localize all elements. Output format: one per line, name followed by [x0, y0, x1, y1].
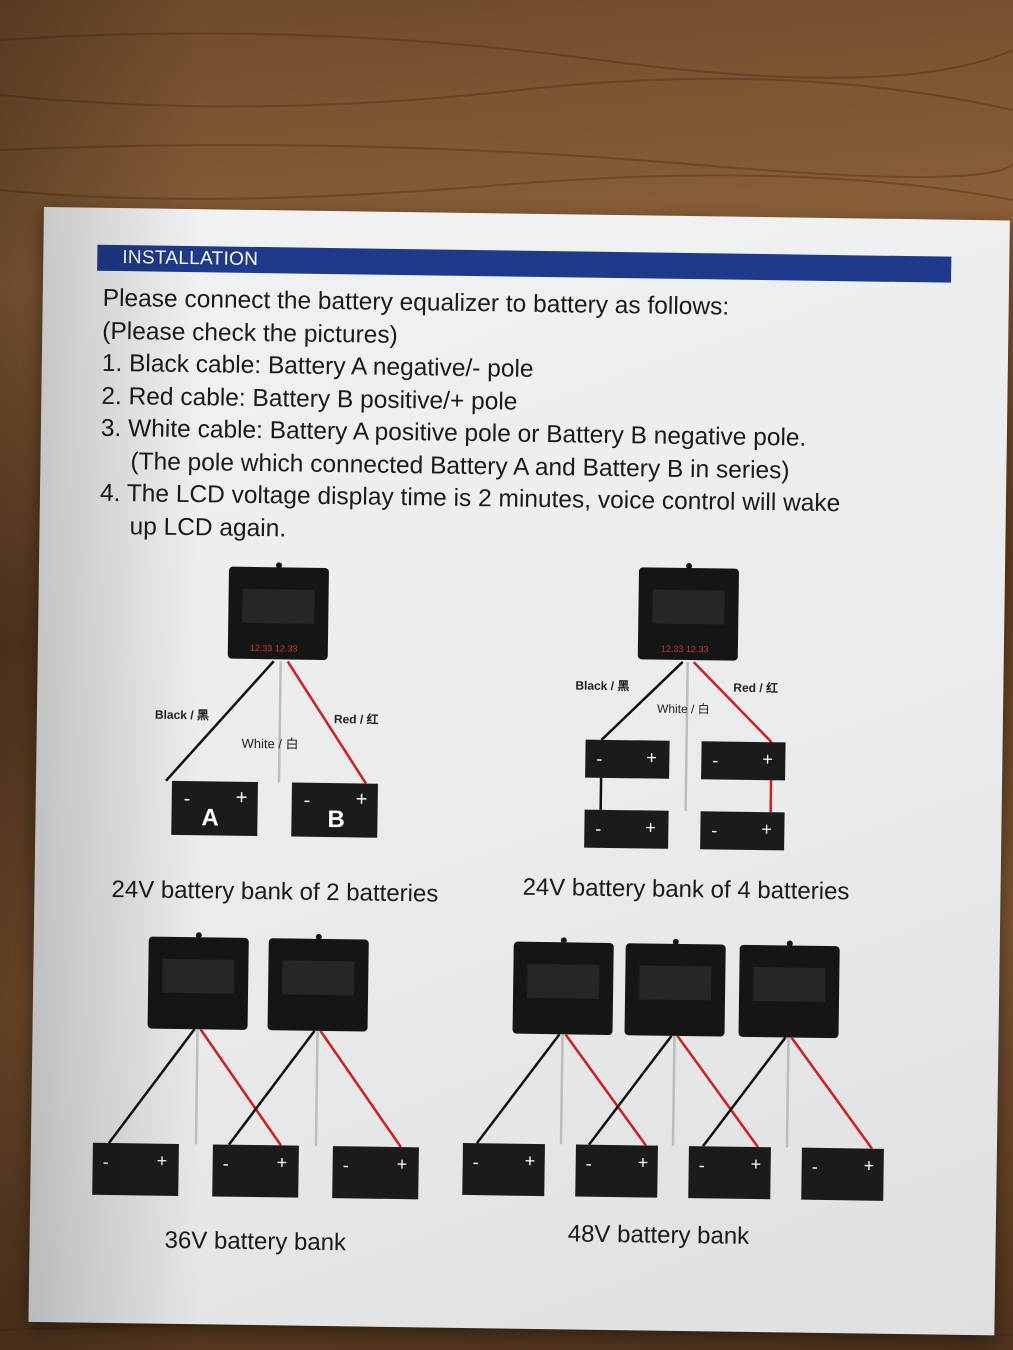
white-wire [277, 661, 282, 783]
svg-text:+: + [638, 1152, 649, 1172]
battery-row: - + - + - + [92, 1142, 419, 1200]
instruction-sheet: INSTALLATION Please connect the battery … [28, 207, 1010, 1336]
svg-text:+: + [761, 819, 772, 839]
svg-text:+: + [356, 788, 368, 810]
svg-text:+: + [646, 747, 657, 767]
svg-text:-: - [596, 749, 602, 769]
battery-row-bottom: - + - + [584, 809, 785, 851]
label-black: Black / 黑 [155, 708, 209, 723]
svg-text:+: + [277, 1152, 288, 1172]
diagram-24v-4-batteries: 12.33 12.33 Black / 黑 White / 白 Red / 红 … [575, 562, 786, 851]
svg-text:-: - [304, 790, 311, 812]
svg-text:-: - [473, 1152, 479, 1172]
label-red: Red / 红 [334, 711, 379, 727]
svg-text:+: + [157, 1151, 168, 1171]
svg-text:+: + [525, 1151, 536, 1171]
svg-text:+: + [236, 787, 248, 809]
svg-text:+: + [397, 1154, 408, 1174]
svg-text:A: A [201, 804, 219, 831]
caption-36v: 36V battery bank [164, 1226, 347, 1257]
label-red: Red / 红 [733, 680, 778, 696]
lcd-readout: 12.33 12.33 [661, 644, 709, 655]
red-wire [286, 660, 368, 785]
white-wire [684, 662, 689, 812]
battery-row-top: - + - + [585, 739, 786, 781]
lcd-readout: 12.33 12.33 [250, 643, 298, 654]
diagram-24v-2-batteries: 12.33 12.33 Black / 黑 White / 白 Red / 红 … [155, 561, 379, 838]
equalizer-unit [512, 936, 614, 1036]
svg-text:-: - [184, 788, 191, 810]
svg-text:-: - [343, 1155, 349, 1175]
equalizer-unit [267, 933, 369, 1032]
svg-text:-: - [595, 819, 601, 839]
svg-text:-: - [103, 1152, 109, 1172]
svg-text:-: - [711, 820, 717, 840]
battery-row: - + - + - + - + [462, 1142, 884, 1201]
diagram-48v: - + - + - + - + [462, 936, 884, 1201]
svg-text:-: - [699, 1155, 705, 1175]
label-white: White / 白 [657, 701, 710, 717]
svg-text:+: + [762, 749, 773, 769]
svg-text:-: - [223, 1154, 229, 1174]
equalizer-unit [147, 931, 249, 1030]
svg-text:-: - [586, 1154, 592, 1174]
caption-48v: 48V battery bank [567, 1220, 750, 1250]
black-wire [165, 660, 275, 782]
battery-a: - + A [171, 780, 258, 837]
red-wire [692, 661, 773, 744]
caption-24v-2: 24V battery bank of 2 batteries [111, 876, 439, 908]
battery-b: - + B [291, 782, 378, 838]
diagram-36v: - + - + - + [92, 931, 419, 1200]
svg-text:+: + [751, 1154, 762, 1174]
label-white: White / 白 [241, 736, 298, 752]
label-black: Black / 黑 [575, 678, 629, 693]
svg-text:-: - [712, 750, 718, 770]
black-wire [600, 661, 684, 741]
wiring-diagrams: 12.33 12.33 Black / 黑 White / 白 Red / 红 … [92, 561, 884, 1201]
svg-text:+: + [864, 1156, 875, 1176]
equalizer-unit [624, 938, 726, 1037]
equalizer-unit [738, 939, 840, 1039]
svg-text:+: + [645, 817, 656, 837]
svg-text:B: B [327, 806, 345, 833]
svg-text:-: - [812, 1157, 818, 1177]
caption-24v-4: 24V battery bank of 4 batteries [522, 873, 850, 906]
